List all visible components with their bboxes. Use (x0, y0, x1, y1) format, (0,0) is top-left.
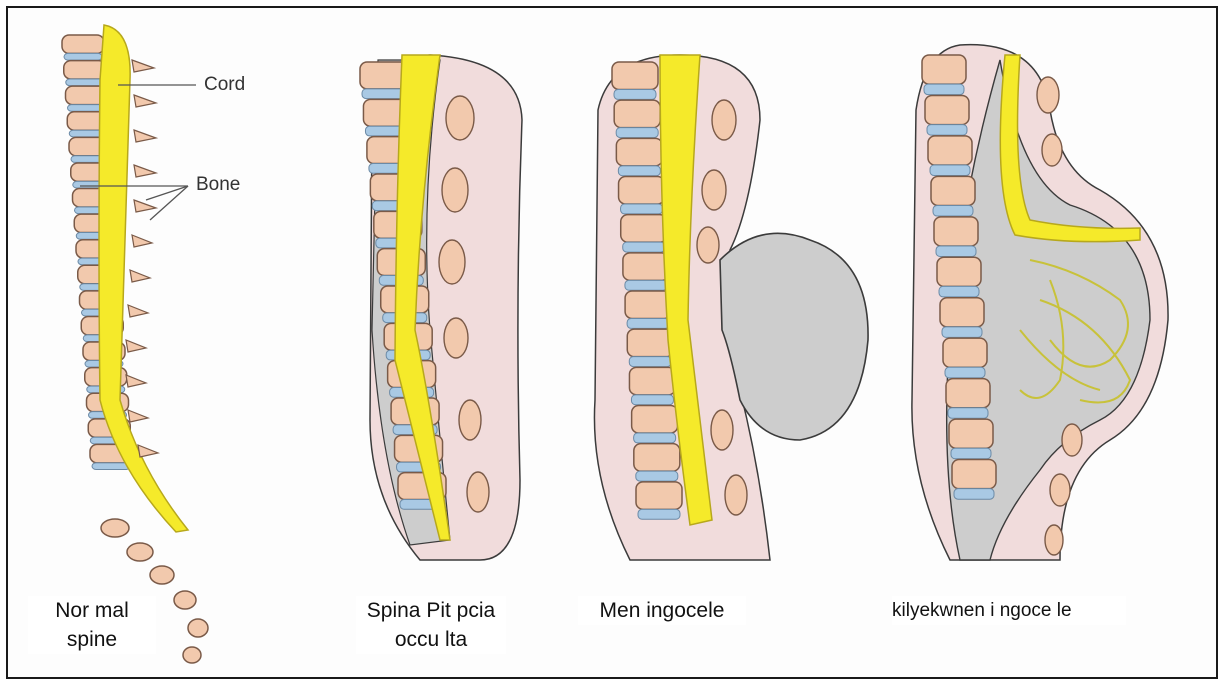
vertebra (621, 215, 667, 242)
vertebra (62, 35, 104, 53)
panel-myelomeningocele (912, 45, 1168, 560)
intervertebral-disc (362, 89, 406, 99)
vertebra (616, 138, 662, 165)
intervertebral-disc (638, 509, 680, 519)
vertebra (934, 217, 978, 246)
vertebra (949, 419, 993, 448)
vertebra (636, 482, 682, 509)
caption-meningocele: Men ingocele (578, 596, 746, 625)
intervertebral-disc (66, 79, 104, 86)
caption-normal-spine: Nor mal spine (28, 596, 156, 654)
vertebra (612, 62, 658, 89)
intervertebral-disc (627, 318, 669, 328)
vertebra (629, 367, 675, 394)
intervertebral-disc (930, 165, 970, 176)
vertebra (619, 177, 665, 204)
vertebra (64, 61, 106, 79)
vertebra (614, 100, 660, 127)
vertebra (952, 460, 996, 489)
vertebra (627, 329, 673, 356)
vertebra (634, 444, 680, 471)
intervertebral-disc (629, 357, 671, 367)
vertebra (623, 253, 669, 280)
vertebra (632, 406, 678, 433)
intervertebral-disc (618, 166, 660, 176)
intervertebral-disc (625, 280, 667, 290)
intervertebral-disc (939, 286, 979, 297)
intervertebral-disc (927, 125, 967, 136)
intervertebral-disc (636, 471, 678, 481)
panel-spina-bifida-occulta (360, 55, 522, 560)
panel-meningocele (594, 55, 868, 560)
caption-myelomeningocele: kilyekwnen i ngoce le (892, 596, 1126, 625)
vertebra (937, 257, 981, 286)
vertebra (928, 136, 972, 165)
caption-spina-bifida-occulta: Spina Pit pcia occu lta (356, 596, 506, 654)
vertebra (625, 291, 671, 318)
vertebra (922, 55, 966, 84)
intervertebral-disc (621, 204, 663, 214)
panel-normal-spine (62, 25, 208, 663)
vertebra (931, 176, 975, 205)
spinous-processes (126, 60, 158, 457)
intervertebral-disc (945, 367, 985, 378)
intervertebral-disc (951, 448, 991, 459)
intervertebral-disc (936, 246, 976, 257)
vertebra (946, 379, 990, 408)
intervertebral-disc (634, 433, 676, 443)
cord-label: Cord (204, 74, 245, 96)
intervertebral-disc (92, 463, 130, 470)
intervertebral-disc (933, 205, 973, 216)
intervertebral-disc (954, 489, 994, 500)
vertebra (940, 298, 984, 327)
vertebra (925, 95, 969, 124)
intervertebral-disc (614, 89, 656, 99)
bone-label: Bone (196, 174, 240, 196)
intervertebral-disc (631, 395, 673, 405)
intervertebral-disc (616, 128, 658, 138)
intervertebral-disc (64, 53, 102, 60)
intervertebral-disc (942, 327, 982, 338)
intervertebral-disc (948, 408, 988, 419)
intervertebral-disc (924, 84, 964, 95)
vertebra (943, 338, 987, 367)
intervertebral-disc (623, 242, 665, 252)
